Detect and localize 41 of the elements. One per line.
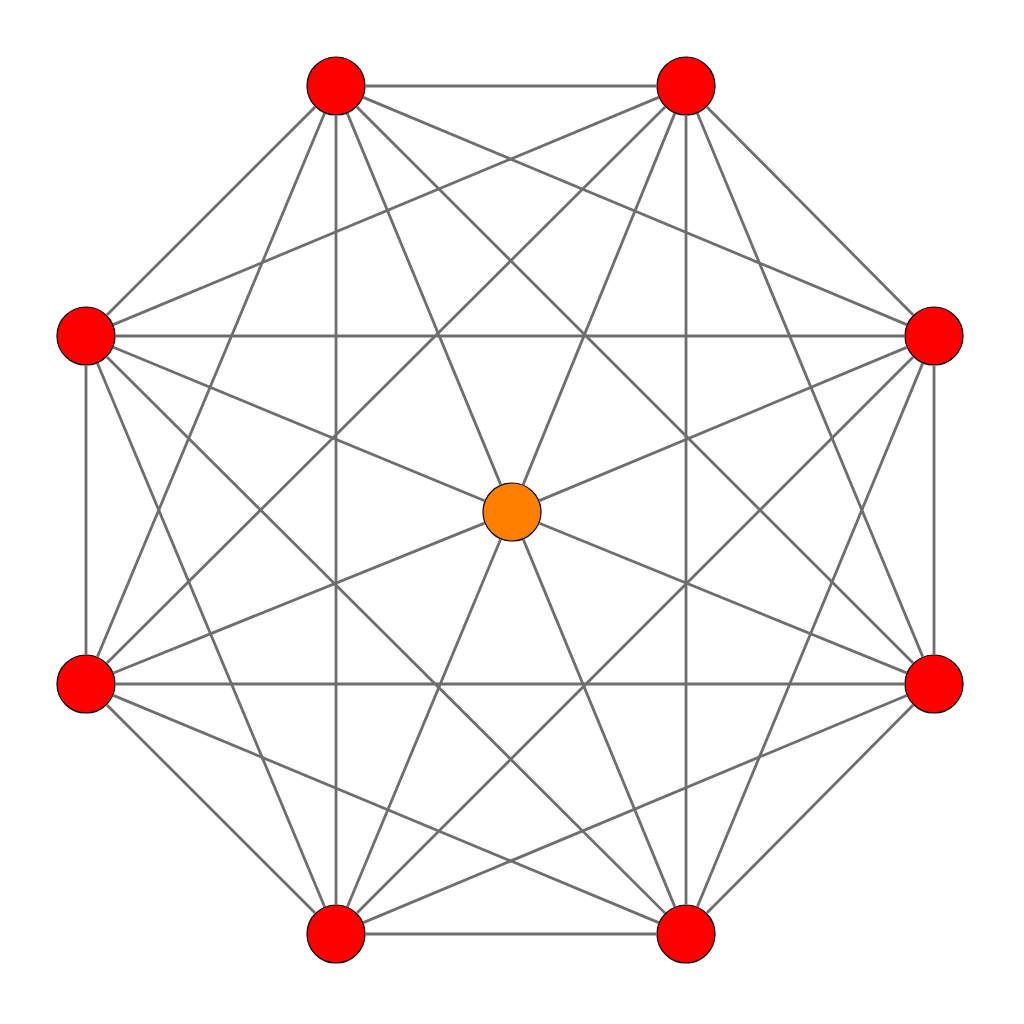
graph-edge xyxy=(105,703,317,915)
graph-edge xyxy=(362,96,908,326)
graph-edge xyxy=(334,115,338,905)
graph-edge xyxy=(346,112,502,486)
graph-edge xyxy=(112,521,486,675)
graph-edge xyxy=(705,704,915,914)
graph-edge xyxy=(105,105,317,317)
graph-vertex xyxy=(904,654,964,714)
graph-vertex xyxy=(56,654,116,714)
graph-edge xyxy=(355,355,915,915)
graph-edge xyxy=(84,365,88,655)
graph-edge xyxy=(115,682,905,686)
graph-edge xyxy=(684,115,688,905)
graph-edge xyxy=(521,112,677,486)
graph-vertex xyxy=(482,482,542,542)
graph-edge xyxy=(365,932,657,936)
graph-vertex xyxy=(306,56,366,116)
graph-edge xyxy=(538,346,908,502)
graph-vertex xyxy=(904,306,964,366)
graph-edge xyxy=(522,538,677,908)
graph-edge xyxy=(112,694,660,924)
graph-edge xyxy=(112,346,486,502)
graph-edge xyxy=(362,694,908,924)
graph-edge xyxy=(696,362,924,908)
graph-edge xyxy=(112,96,660,326)
graph-edge xyxy=(96,362,326,908)
graph-edge xyxy=(106,105,667,665)
graph-edge xyxy=(106,355,667,915)
graph-edge xyxy=(346,538,502,908)
graph-vertex xyxy=(656,904,716,964)
graph-vertex xyxy=(56,306,116,366)
graph-edge xyxy=(365,84,657,88)
graph-edge xyxy=(932,365,936,655)
graph-edge xyxy=(96,112,326,658)
graph-edge xyxy=(705,106,915,316)
graph-edge xyxy=(115,334,905,338)
graph-vertex xyxy=(306,904,366,964)
graph-edge xyxy=(538,521,908,675)
graph-edge xyxy=(355,105,915,665)
graph-vertex xyxy=(656,56,716,116)
graph-edge xyxy=(696,112,924,658)
